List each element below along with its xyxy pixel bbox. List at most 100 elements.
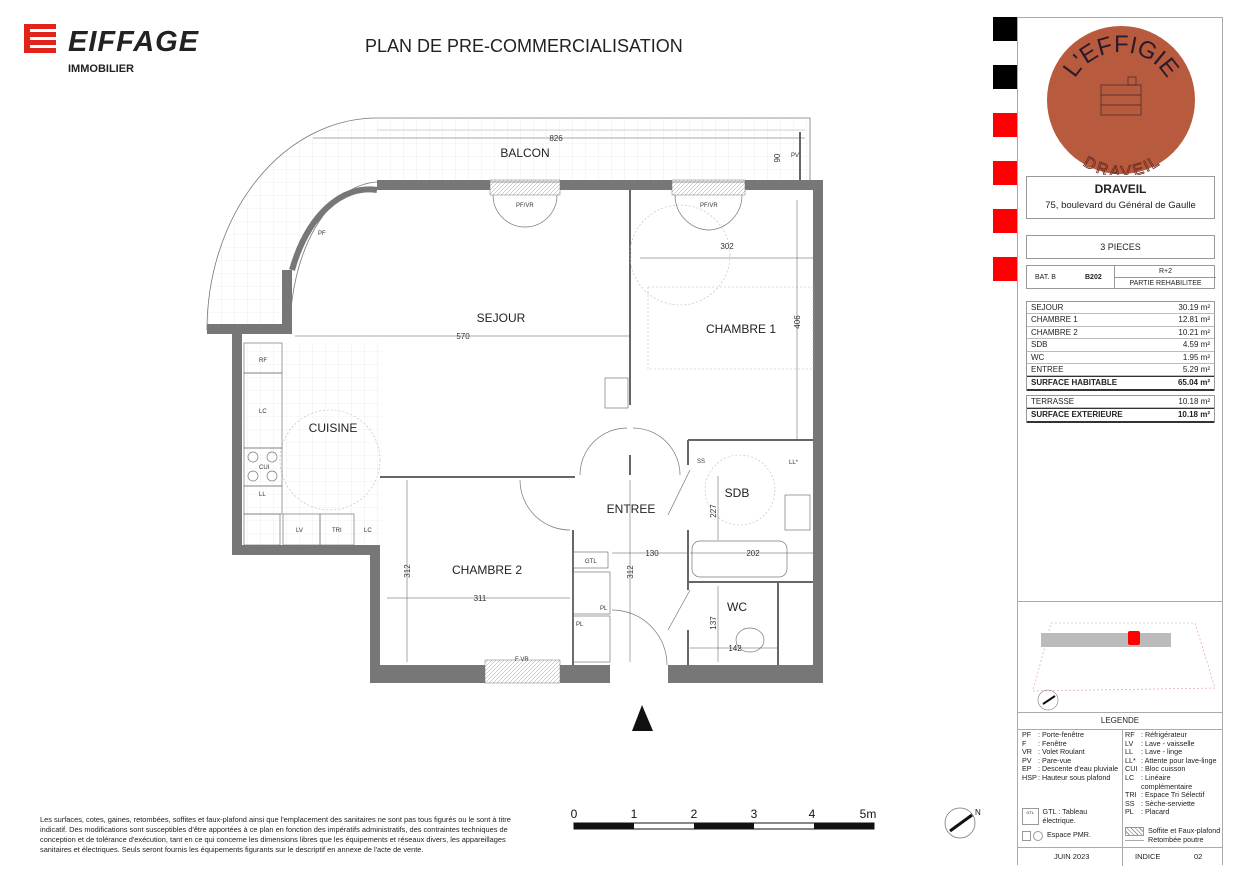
entrance-arrow-icon — [632, 705, 653, 731]
legend-value: : Porte-fenêtre — [1038, 730, 1084, 739]
tag-lc: LC — [259, 409, 267, 415]
soffite-icon — [1125, 827, 1144, 836]
legend-item: LC: Linéaire complémentaire — [1125, 772, 1222, 791]
pmr-icon — [1022, 831, 1031, 842]
surface-label: TERRASSE — [1031, 397, 1075, 406]
floor-plan: BALCON SEJOUR CHAMBRE 1 CUISINE ENTREE S… — [206, 117, 981, 839]
brand-name: EIFFAGE — [68, 26, 200, 58]
surface-label: CHAMBRE 1 — [1031, 315, 1078, 325]
scale-tick: 5m — [860, 807, 877, 821]
room-label-sejour: SEJOUR — [477, 311, 526, 325]
compass-icon: N — [944, 807, 981, 839]
tag-pl: PL — [576, 622, 584, 628]
pmr-circle — [279, 409, 381, 511]
window-chambre1 — [671, 179, 746, 196]
tag-lv: LV — [296, 528, 303, 534]
curved-facade — [289, 186, 378, 271]
legend-item: PF: Porte-fenêtre — [1022, 730, 1120, 740]
legend-key: LC — [1125, 772, 1135, 782]
room-label-chambre2: CHAMBRE 2 — [452, 563, 522, 577]
washbasin — [784, 494, 811, 531]
legend-value: : Réfrigérateur — [1141, 730, 1187, 739]
surface-value: 65.04 m² — [1177, 378, 1210, 388]
surface-value: 4.59 m² — [1182, 340, 1210, 350]
dim-balcon-width: 826 — [549, 134, 563, 143]
door-swings — [492, 194, 743, 666]
dim-wc-width: 142 — [728, 644, 742, 653]
apartment-type: 3 PIECES — [1026, 235, 1215, 259]
sink — [319, 513, 355, 546]
pmr-legend-label: Espace PMR. — [1047, 830, 1091, 840]
legend-value: : Hauteur sous plafond — [1038, 772, 1111, 782]
dim-sejour: 570 — [456, 332, 470, 341]
scale-tick: 1 — [631, 807, 638, 821]
info-panel: L'EFFIGIE DRAVEIL DRAVEIL 75, boulevard … — [1017, 17, 1223, 866]
legend-key: CUI — [1125, 764, 1138, 774]
legend-item: SS : Sèche-serviette — [1125, 798, 1222, 809]
dim-sdb-height: 227 — [709, 504, 718, 518]
toilet — [735, 627, 765, 653]
legend-key: VR — [1022, 747, 1032, 757]
legend-item: HSP: Hauteur sous plafond — [1022, 772, 1120, 783]
room-label-wc: WC — [727, 600, 747, 614]
legend-item: RF: Réfrigérateur — [1125, 730, 1222, 740]
surface-label: WC — [1031, 352, 1045, 362]
disclaimer-text: Les surfaces, cotes, gaines, retombées, … — [40, 815, 511, 854]
tag-pfvr: PF/VR — [700, 203, 718, 209]
dim-sdb-width: 202 — [746, 549, 760, 558]
walls — [207, 180, 823, 683]
apartment-location-marker — [1128, 631, 1140, 645]
city-name: DRAVEIL — [1094, 182, 1147, 196]
dim-entree-width: 130 — [645, 549, 659, 558]
tag-gtl: GTL — [585, 559, 597, 565]
indice-value: 02 — [1194, 852, 1203, 861]
leffigie-logo: L'EFFIGIE DRAVEIL — [1047, 26, 1195, 175]
bed — [647, 286, 814, 370]
window-sejour — [489, 179, 561, 196]
tag-fvr: F VR — [515, 657, 529, 663]
legend-key: SS — [1125, 798, 1135, 808]
scale-tick: 0 — [571, 807, 578, 821]
tag-ll: LL — [259, 492, 266, 498]
legend-key: LV — [1125, 738, 1134, 748]
legend-title: LEGENDE — [1018, 712, 1222, 730]
svg-text:N: N — [975, 808, 981, 817]
legend-key: PV — [1022, 755, 1032, 765]
legend-key: PL — [1125, 807, 1134, 817]
legend-value: : Bloc cuisson — [1141, 764, 1186, 774]
building-icon — [1100, 76, 1142, 116]
legend-item: EP: Descente d'eau pluviale — [1022, 765, 1120, 774]
surface-label: SDB — [1031, 340, 1048, 350]
building-part: PARTIE REHABILITEE — [1129, 280, 1202, 287]
room-label-entree: ENTREE — [607, 502, 656, 516]
interior-walls — [380, 190, 813, 665]
legend-value: : Sèche-serviette — [1141, 798, 1195, 808]
scale-tick: 4 — [809, 807, 816, 821]
legend-item: CUI: Bloc cuisson — [1125, 765, 1222, 774]
gtl-box — [572, 551, 609, 569]
legend-item: LL : Lave - linge — [1125, 748, 1222, 757]
surface-label: CHAMBRE 2 — [1031, 327, 1078, 337]
address: 75, boulevard du Général de Gaulle — [1045, 200, 1196, 211]
legend-key: LL — [1125, 747, 1133, 757]
legend-item: F: Fenêtre — [1022, 738, 1120, 749]
retombee-icon — [1125, 839, 1144, 841]
gtl-legend-box: GTL — [1022, 808, 1039, 826]
level-markers — [993, 17, 1017, 305]
window-chambre2 — [484, 659, 561, 684]
legend-value: : Fenêtre — [1038, 738, 1067, 748]
legend-value: : Lave - linge — [1141, 747, 1183, 757]
room-label-balcon: BALCON — [500, 146, 549, 160]
gtl-legend-label: GTL : Tableau électrique. — [1042, 807, 1088, 825]
surface-value: 30.19 m² — [1178, 303, 1210, 312]
level-marker — [993, 209, 1017, 233]
indice-label: INDICE — [1135, 852, 1161, 861]
building: BAT. B — [1035, 274, 1056, 281]
scale-bar — [573, 822, 875, 830]
